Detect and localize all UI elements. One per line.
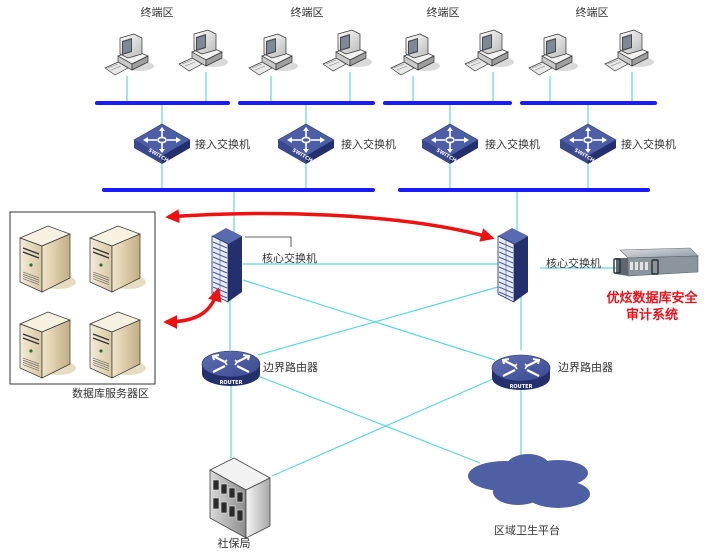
core-switch-label-2: 核心交换机 xyxy=(546,256,601,270)
pc-icon xyxy=(322,29,372,72)
audit-appliance xyxy=(613,247,699,277)
building-icon xyxy=(209,457,272,539)
core-switch-label-1: 核心交换机 xyxy=(262,251,317,265)
audit-flow-arrows xyxy=(163,209,495,329)
border-routers: ROUTER ROUTER xyxy=(201,350,551,390)
switch-icon: SWITCH xyxy=(559,123,617,164)
switch-icon: SWITCH xyxy=(133,123,191,164)
terminal-zone-label-2: 终端区 xyxy=(291,5,324,19)
router-icon: ROUTER xyxy=(201,350,261,386)
terminal-zone-label-1: 终端区 xyxy=(141,5,174,19)
access-switch-label-2: 接入交换机 xyxy=(341,137,396,151)
core-switch-callout-line xyxy=(245,236,292,247)
link-routerR-socialsec xyxy=(271,377,496,477)
pc-icon xyxy=(604,29,654,72)
network-links xyxy=(126,72,633,477)
server-zone-label: 数据库服务器区 xyxy=(72,386,149,400)
terminal-pcs xyxy=(104,29,654,76)
link-coreR-routerL xyxy=(257,284,506,356)
border-router-label-1: 边界路由器 xyxy=(263,360,318,374)
access-switch-label-4: 接入交换机 xyxy=(621,137,676,151)
database-server-icon xyxy=(19,311,76,379)
border-router-label-2: 边界路由器 xyxy=(558,360,613,374)
pc-icon xyxy=(104,33,154,76)
link-coreL-routerR xyxy=(242,279,496,361)
link-routerL-cloud xyxy=(257,375,481,464)
health-platform-label: 区域卫生平台 xyxy=(494,523,560,537)
audit-system-label-line1: 优炫数据库安全 xyxy=(606,290,698,306)
router-icon-text: ROUTER xyxy=(510,384,533,390)
pc-icon xyxy=(464,29,514,72)
pc-icon xyxy=(390,33,440,76)
access-switch-label-1: 接入交换机 xyxy=(195,137,250,151)
pc-icon xyxy=(248,33,298,76)
pc-icon xyxy=(528,33,578,76)
switch-icon: SWITCH xyxy=(277,123,335,164)
core-switches xyxy=(211,228,528,303)
database-servers xyxy=(19,225,146,379)
core-switch-icon xyxy=(497,228,528,303)
router-icon-text: ROUTER xyxy=(220,380,243,386)
arrow-core-to-server-bottom xyxy=(163,287,222,329)
audit-system-label-line2: 审计系统 xyxy=(626,307,678,323)
database-server-icon xyxy=(19,225,76,293)
terminal-zone-label-3: 终端区 xyxy=(427,5,460,19)
arrow-core-to-server-top xyxy=(165,209,495,242)
switch-icon: SWITCH xyxy=(421,123,479,164)
terminal-zone-label-4: 终端区 xyxy=(576,5,609,19)
social-security-label: 社保局 xyxy=(218,536,251,550)
cloud-icon xyxy=(468,454,590,508)
router-icon: ROUTER xyxy=(491,354,551,390)
access-switch-label-3: 接入交换机 xyxy=(485,137,540,151)
database-server-icon xyxy=(89,311,146,379)
pc-icon xyxy=(178,29,228,72)
database-server-icon xyxy=(89,225,146,293)
bus-lines xyxy=(95,101,657,192)
